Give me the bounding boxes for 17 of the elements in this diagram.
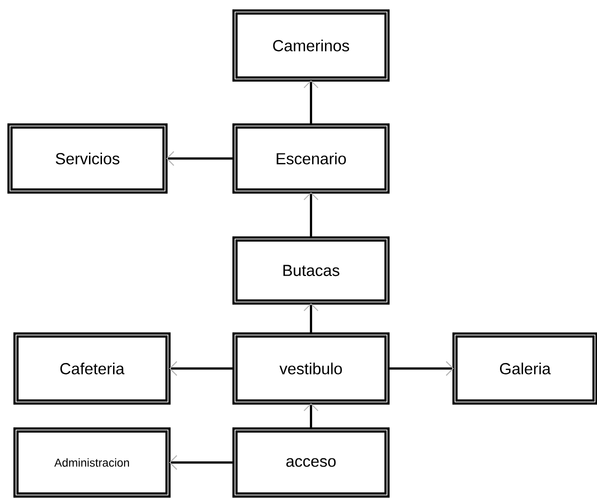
room-box: Servicios xyxy=(7,123,168,194)
arrow xyxy=(304,80,318,125)
arrow xyxy=(388,361,454,376)
room-box: acceso xyxy=(232,427,390,498)
room-box: Camerinos xyxy=(232,9,390,82)
arrow xyxy=(304,303,318,334)
arrow xyxy=(304,192,318,238)
arrow xyxy=(304,403,318,429)
room-box: Cafeteria xyxy=(13,332,171,405)
arrow xyxy=(169,361,234,376)
arrow xyxy=(166,151,234,166)
room-box: vestibulo xyxy=(232,332,390,405)
room-box: Escenario xyxy=(232,123,390,194)
room-box: Galeria xyxy=(452,332,597,405)
room-box: Butacas xyxy=(232,236,390,305)
arrow xyxy=(169,455,234,470)
room-box: Administracion xyxy=(13,427,171,498)
